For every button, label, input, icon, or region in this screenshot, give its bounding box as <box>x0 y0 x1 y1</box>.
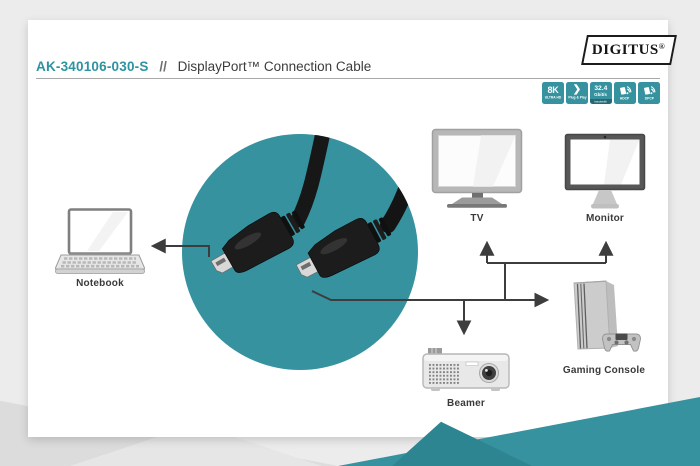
badge-hdcp-text: HDCP <box>620 96 630 101</box>
badge-hdcp: HDCP <box>614 82 636 104</box>
digitus-logo-text: DIGITUS® <box>592 42 665 59</box>
play-arrow-icon: ❯ <box>572 84 582 95</box>
beamer-icon <box>422 346 510 401</box>
badge-ultra-hd-text: ULTRA HD <box>544 95 562 100</box>
monitor-icon <box>564 133 646 218</box>
content-protection-icon <box>643 85 655 95</box>
notebook-label: Notebook <box>76 278 124 289</box>
registered-mark: ® <box>659 41 666 51</box>
page-header: AK-340106-030-S // DisplayPort™ Connecti… <box>36 59 576 74</box>
tv-label: TV <box>470 213 484 224</box>
page-title: DisplayPort™ Connection Cable <box>177 59 372 74</box>
header-separator: // <box>159 59 167 74</box>
displayport-cable-image <box>210 134 418 278</box>
badge-bandwidth-text: bandwidth <box>594 100 608 103</box>
digitus-logo: DIGITUS® <box>581 35 677 65</box>
badge-bandwidth: 32.4 Gbit/s bandwidth <box>590 82 612 104</box>
badge-dpcp-text: DPCP <box>644 96 654 101</box>
tv-icon <box>431 128 523 217</box>
gaming-console-icon <box>562 280 644 363</box>
content-card: DIGITUS® AK-340106-030-S // DisplayPort™… <box>28 20 677 437</box>
badge-bandwidth-band: bandwidth <box>590 99 612 104</box>
badge-8k-ultra-hd: 8K ULTRA HD <box>542 82 564 104</box>
brand-name: DIGITUS <box>592 41 660 58</box>
badge-8k-text: 8K <box>547 84 559 95</box>
badge-plug-and-play: ❯ Plug & Play <box>566 82 588 104</box>
beamer-label: Beamer <box>447 398 485 409</box>
badge-324-text: 32.4 <box>594 85 608 92</box>
notebook-icon <box>54 208 146 283</box>
header-divider <box>36 78 660 79</box>
gaming-console-label: Gaming Console <box>562 365 646 376</box>
badge-plug-play-text: Plug & Play <box>567 96 587 100</box>
product-code: AK-340106-030-S <box>36 59 149 74</box>
content-protection-icon <box>619 85 631 95</box>
feature-badges: 8K ULTRA HD ❯ Plug & Play 32.4 Gbit/s ba… <box>542 82 660 104</box>
badge-gbits-text: Gbit/s <box>594 92 608 98</box>
cable-photo-circle <box>182 134 418 370</box>
badge-dpcp: DPCP <box>638 82 660 104</box>
monitor-label: Monitor <box>585 213 625 224</box>
